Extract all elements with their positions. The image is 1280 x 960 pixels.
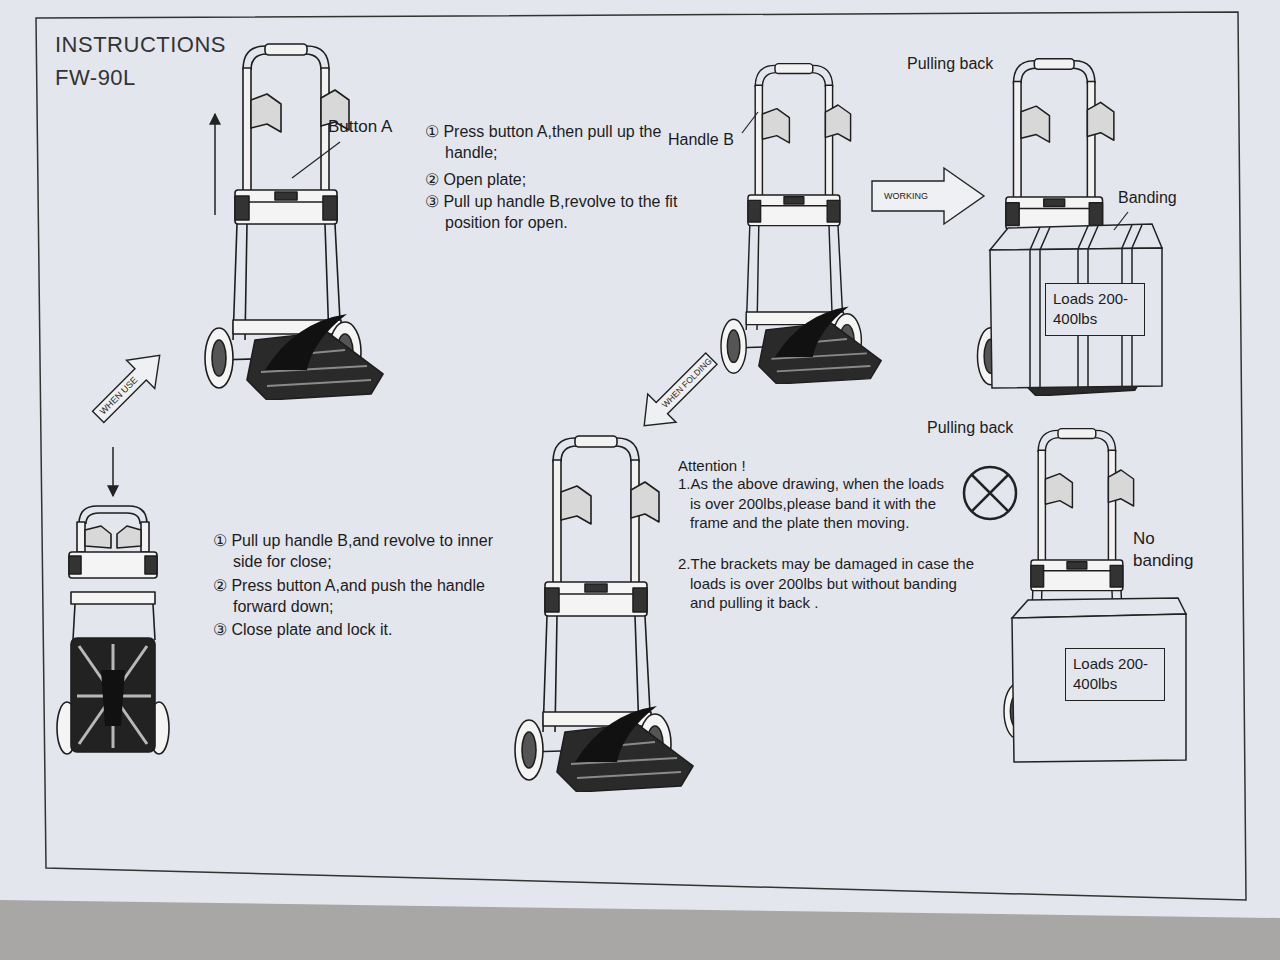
part-label: Pulling back — [927, 418, 1013, 439]
load-label-box: Loads 200-400lbs — [1045, 283, 1145, 336]
pull-up-arrow — [214, 114, 216, 215]
load-label-box: Loads 200-400lbs — [1065, 648, 1165, 701]
part-label: Pulling back — [907, 54, 993, 75]
part-label: No banding — [1133, 528, 1194, 572]
leader-line — [1114, 212, 1128, 230]
working-arrow — [872, 168, 984, 224]
instruction-text: ① Press button A,then pull up the handle… — [425, 122, 685, 164]
part-label: ② Open plate; — [425, 170, 526, 191]
leader-line — [742, 112, 758, 133]
load-box — [1012, 598, 1186, 762]
instruction-text: 1.As the above drawing, when the loads i… — [678, 474, 958, 533]
page-frame — [36, 12, 1246, 900]
part-label: ③ Close plate and lock it. — [213, 620, 392, 641]
when-use-arrow — [84, 341, 174, 431]
paper-sheet — [0, 0, 1280, 918]
load-label: Loads 200-400lbs — [1073, 654, 1157, 695]
hand-truck-open — [721, 64, 881, 384]
hand-truck-folded — [57, 506, 169, 754]
arrow-label: WORKING — [884, 192, 928, 201]
instruction-text: ② Press button A,and push the handle for… — [213, 576, 493, 618]
hand-truck-open — [205, 44, 383, 400]
load-label: Loads 200-400lbs — [1053, 289, 1137, 330]
part-label: Banding — [1118, 188, 1177, 209]
title: INSTRUCTIONS FW-90L — [55, 28, 230, 94]
instruction-text: ③ Pull up handle B,revolve to the fit po… — [425, 192, 710, 234]
when-folding-arrow — [630, 345, 725, 440]
load-box — [990, 224, 1162, 388]
part-label: Button A — [328, 116, 392, 138]
part-label: Handle B — [668, 130, 734, 151]
hand-truck-open — [515, 436, 693, 792]
instruction-text: 2.The brackets may be damaged in case th… — [678, 554, 975, 613]
instruction-text: ① Pull up handle B,and revolve to inner … — [213, 531, 523, 573]
push-down-arrow — [112, 447, 114, 496]
forbidden-symbol — [964, 467, 1016, 519]
part-label: Attention ! — [678, 456, 746, 476]
leader-line — [292, 142, 340, 178]
